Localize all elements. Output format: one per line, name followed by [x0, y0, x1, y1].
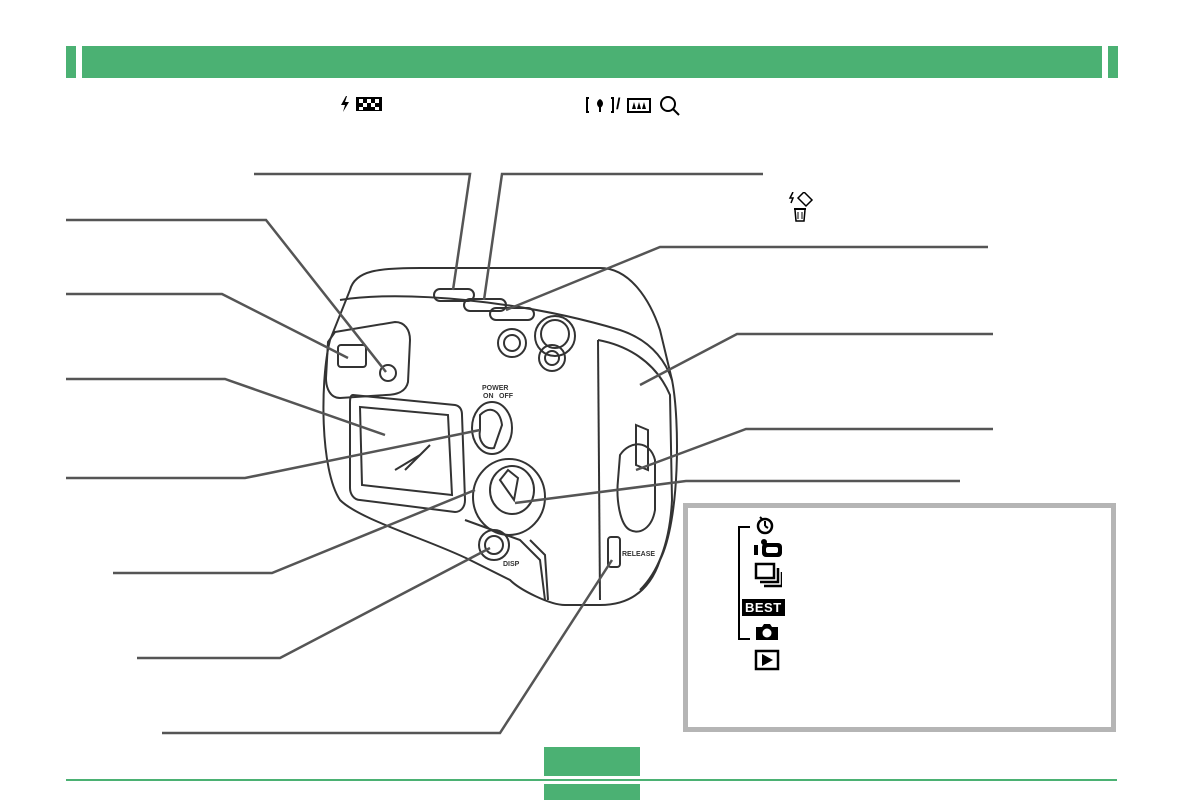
continuous-shooting-icon [754, 562, 784, 593]
legend-item-movie [754, 538, 784, 566]
legend-item-play [754, 649, 780, 676]
macro-mode-icon [356, 97, 382, 116]
legend-item-best-shot: BEST [742, 596, 785, 618]
header-bar-right-cap [1108, 46, 1118, 78]
best-shot-icon: BEST [742, 598, 785, 616]
flash-icon [340, 96, 350, 117]
movie-mode-icon [754, 538, 784, 566]
flash-delete-icon [788, 190, 816, 227]
header-bar-left-cap [66, 46, 76, 78]
self-timer-icon [754, 514, 776, 541]
legend-item-self-timer [754, 514, 776, 541]
slash-separator: / [616, 96, 621, 113]
svg-text:RELEASE: RELEASE [622, 551, 655, 558]
legend-bracket [738, 526, 750, 640]
svg-text:ON: ON [483, 393, 494, 400]
svg-text:OFF: OFF [499, 393, 514, 400]
mode-dial-legend: BEST [683, 503, 1116, 732]
svg-text:DISP: DISP [503, 561, 520, 568]
page-number-tab-lower [544, 784, 640, 800]
header-bar [82, 46, 1102, 78]
legend-item-rec [754, 623, 780, 645]
play-mode-icon [754, 649, 780, 676]
macro-focus-icon [586, 96, 614, 119]
footer-line [66, 779, 1117, 781]
page-number-tab [544, 747, 640, 776]
svg-text:POWER: POWER [482, 385, 508, 392]
legend-item-continuous [754, 562, 784, 588]
rec-mode-icon [754, 621, 780, 648]
landscape-focus-icon [627, 98, 651, 118]
zoom-magnify-icon [659, 95, 681, 122]
